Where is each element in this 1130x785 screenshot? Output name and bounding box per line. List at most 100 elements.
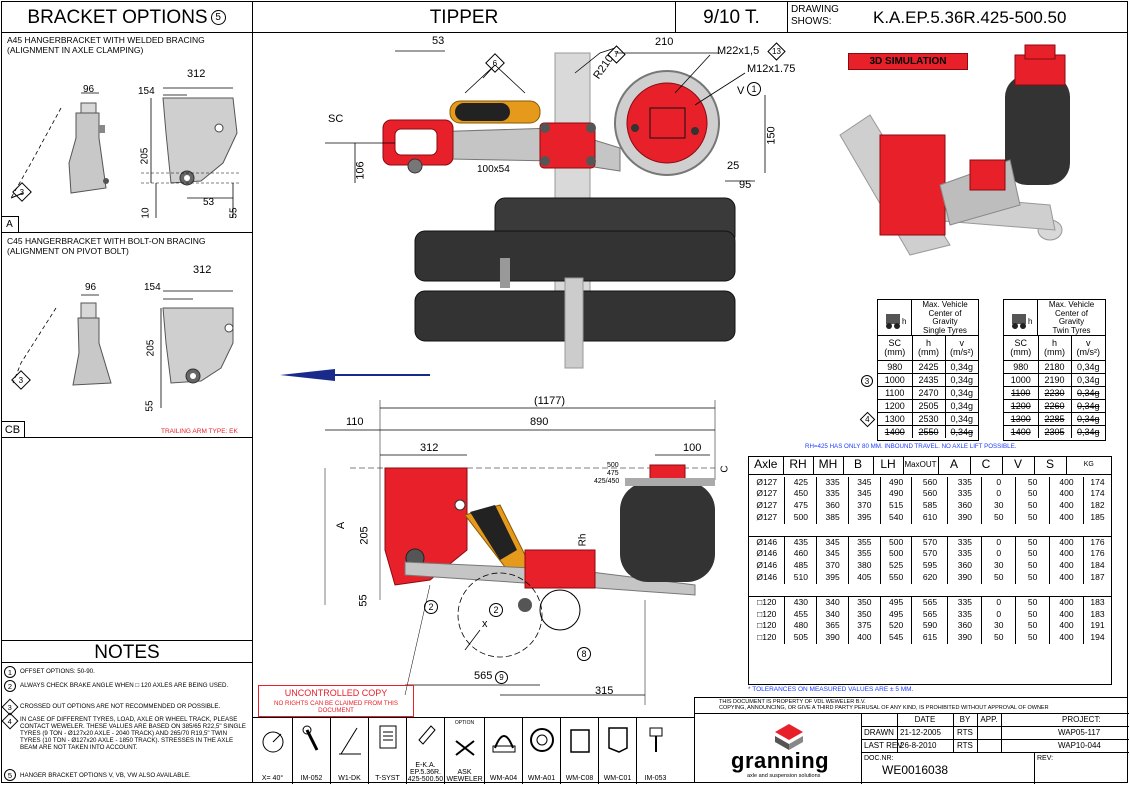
axle-cell: 0 — [981, 488, 1017, 501]
clamp-icon — [492, 735, 515, 753]
cog-cell: 0,34g — [950, 361, 974, 372]
tb-vline — [977, 714, 978, 752]
axle-cell: 405 — [848, 572, 881, 584]
axle-cell: 183 — [1090, 608, 1105, 619]
axle-cell: 550 — [880, 572, 913, 584]
axle-cell: 335 — [947, 488, 983, 501]
axle-cell: Ø127 — [749, 500, 786, 512]
tb-lastrev-label: LAST REV — [864, 741, 903, 750]
tb-drawn-label: DRAWN — [864, 728, 894, 737]
axle-cell: 480 — [784, 620, 818, 633]
side-dim-500: 500 — [607, 462, 619, 469]
cog-twin-title: Max. Vehicle Center of Gravity Twin Tyre… — [1048, 300, 1095, 335]
cog-single-icon: h — [878, 300, 912, 336]
side-dim-1177: (1177) — [534, 395, 565, 407]
axle-cell: 570 — [911, 548, 949, 561]
axle-h-a: A — [938, 457, 971, 474]
axle-cell: 400 — [1049, 548, 1084, 561]
side-ref-2a: 2 — [424, 600, 438, 614]
symbol-label: IM-053 — [644, 775, 667, 782]
symbol-ek: E-K.A. EP.5.36R. 425-500.50 — [407, 718, 445, 784]
top-dim-53: 53 — [432, 35, 445, 47]
cog-single-h-v: v (m/s²) — [950, 337, 974, 357]
bracket-a-title: A45 HANGERBRACKET WITH WELDED BRACING — [7, 35, 205, 45]
axle-cell: 0 — [981, 608, 1017, 621]
axle-cell: 400 — [1049, 476, 1084, 489]
bracket-a-dim-96: 96 — [83, 84, 95, 95]
side-dim-100: 100 — [683, 442, 702, 454]
side-label-a: A — [335, 521, 348, 530]
bracket-options-text: BRACKET OPTIONS — [27, 6, 208, 28]
note-text-2: ALWAYS CHECK BRAKE ANGLE WHEN □ 120 AXLE… — [20, 682, 229, 689]
axle-cell: Ø127 — [749, 476, 786, 489]
symbol-label: WM-C08 — [565, 775, 594, 782]
bracket-a-letter: A — [1, 216, 19, 232]
cog-cell: 0,34g — [1076, 413, 1100, 424]
bracket-a-dim-55: 55 — [228, 207, 240, 219]
cog-cell: 2285 — [1038, 412, 1072, 425]
axle-cell: 335 — [947, 536, 983, 549]
tools-icon — [454, 739, 475, 756]
axle-h-b: B — [843, 457, 874, 474]
side-label-rh: Rh — [577, 533, 589, 547]
axle-h-max: MaxOUT — [903, 457, 939, 474]
axle-cell: Ø146 — [749, 548, 786, 561]
bracket-cb-panel: C45 HANGERBRACKET WITH BOLT-ON BRACING (… — [1, 233, 253, 438]
cog-single-title: Max. Vehicle Center of Gravity Single Ty… — [922, 300, 968, 335]
bracket-a-dim-154: 154 — [138, 86, 155, 97]
axle-cell: 505 — [784, 632, 818, 645]
simulation-badge: 3D SIMULATION — [848, 53, 968, 70]
tb-docnr-label: DOC.NR: — [864, 755, 894, 762]
side-view-drawing — [324, 400, 716, 705]
bracket-cb-letter: CB — [1, 421, 25, 438]
cog-cell: 0,34g — [1076, 361, 1100, 372]
side-dim-565: 565 — [474, 670, 493, 682]
cog-single-table: h Max. Vehicle Center of Gravity Single … — [877, 299, 979, 441]
bracket-a-drawing — [10, 87, 241, 218]
note-num-4-text: 4 — [7, 716, 13, 726]
axle-cell: 335 — [816, 476, 849, 489]
axle-cell: 495 — [880, 596, 913, 609]
axle-cell: 30 — [981, 620, 1017, 633]
cog-cell: 2505 — [912, 399, 946, 412]
side-dim-110: 110 — [346, 416, 364, 428]
bracket-a-panel: A45 HANGERBRACKET WITH WELDED BRACING (A… — [1, 33, 253, 233]
axle-cell: 50 — [1015, 548, 1051, 561]
side-ref-9: 9 — [495, 671, 508, 684]
axle-cell: 50 — [981, 572, 1017, 584]
axle-cell: 345 — [816, 536, 849, 549]
axle-h-lh: LH — [873, 457, 904, 474]
bolt-icon — [649, 727, 663, 752]
top-view-drawing — [280, 47, 766, 381]
top-dim-25: 25 — [727, 160, 740, 172]
cog-cell: 2260 — [1038, 399, 1072, 412]
axle-cell: 174 — [1090, 488, 1105, 499]
axle-cell: 50 — [1015, 511, 1051, 524]
spray-icon — [417, 725, 436, 745]
axle-cell: 0 — [981, 536, 1017, 549]
top-dim-150: 150 — [765, 126, 778, 145]
axle-cell: 50 — [1015, 632, 1051, 645]
cog-cell: 2470 — [912, 386, 946, 399]
cog-single-header: h Max. Vehicle Center of Gravity Single … — [878, 300, 978, 336]
top-thread-m12: M12x1.75 — [747, 63, 796, 75]
left-panel: A45 HANGERBRACKET WITH WELDED BRACING (A… — [1, 33, 253, 783]
cog-single-h-sc: SC (mm) — [878, 336, 913, 360]
axle-h-s: S — [1034, 457, 1067, 474]
axle-cell: 395 — [816, 572, 849, 584]
axle-cell: 50 — [1015, 476, 1051, 489]
bracket-a-subtitle: (ALIGNMENT IN AXLE CLAMPING) — [7, 45, 144, 55]
axle-cell: 490 — [880, 476, 913, 489]
symbol-wma04: WM-A04 — [485, 718, 523, 784]
axle-cell: 340 — [816, 596, 849, 609]
axle-cell: 360 — [947, 620, 983, 633]
